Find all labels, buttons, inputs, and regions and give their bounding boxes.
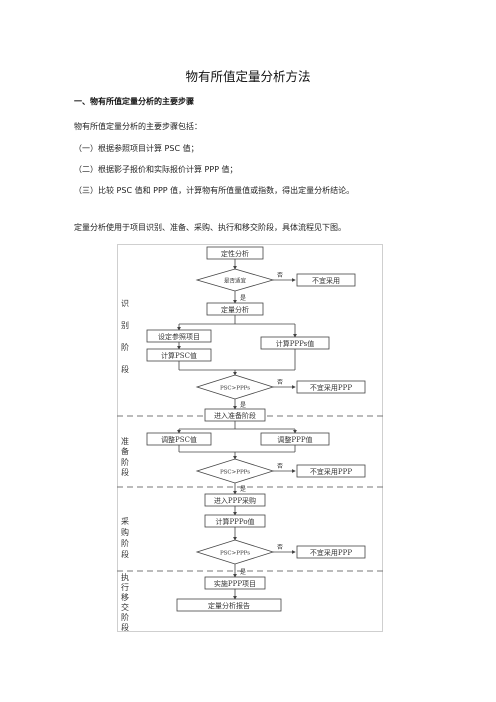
intro-text: 物有所值定量分析的主要步骤包括：	[74, 122, 202, 131]
phase-execute-char: 阶	[121, 612, 129, 622]
phase-prepare-char: 准	[121, 436, 129, 446]
node-not-adopt-label: 不宜采用	[312, 276, 340, 285]
node-report	[176, 598, 282, 612]
phase-identify-char: 段	[121, 364, 129, 374]
node-set-reference	[146, 329, 212, 343]
phase-identify-char: 阶	[121, 342, 129, 352]
page-title: 物有所值定量分析方法	[185, 69, 311, 84]
node-not-ppp-2-label: 不宜采用PPP	[310, 467, 352, 476]
node-not-ppp-3-label: 不宜采用PPP	[310, 548, 352, 557]
node-not-ppp-3	[296, 545, 366, 559]
node-calc-pppo-label: 计算PPPo值	[215, 517, 254, 526]
node-implement-label: 实施PPP项目	[214, 579, 256, 588]
phase-execute-char: 交	[121, 602, 129, 612]
phase-prepare-char: 段	[121, 467, 129, 477]
node-enter-prepare-label: 进入准备阶段	[214, 411, 256, 420]
node-calc-psc	[146, 348, 212, 362]
node-quantitative	[206, 302, 264, 316]
phase-procure-char: 购	[121, 527, 129, 537]
yes-label: 是	[240, 402, 246, 409]
node-qualitative	[206, 246, 264, 260]
section-heading: 一、物有所值定量分析的主要步骤	[74, 97, 194, 106]
node-adjust-psc	[146, 432, 212, 446]
node-report-label: 定量分析报告	[208, 601, 250, 610]
phase-prepare-char: 备	[121, 446, 129, 456]
flow-intro-text: 定量分析使用于项目识别、准备、采购、执行和移交阶段，具体流程见下图。	[74, 223, 346, 232]
phase-procure-char: 段	[121, 549, 129, 559]
decision-cmp-2	[195, 458, 275, 484]
node-adjust-ppp	[260, 432, 330, 446]
phase-identify-char: 别	[121, 321, 129, 330]
no-label: 否	[277, 463, 283, 470]
node-enter-procure-label: 进入PPP采购	[214, 496, 256, 505]
decision-suitable	[195, 268, 275, 292]
step-1-text: （一）根据参照项目计算 PSC 值；	[74, 144, 199, 153]
phase-execute-char: 执	[121, 572, 129, 582]
no-label: 否	[277, 379, 283, 386]
node-calc-ppps	[260, 336, 330, 350]
decision-cmp-2-label: PSC>PPPs	[220, 470, 250, 476]
step-3-text: （三）比较 PSC 值和 PPP 值，计算物有所值量值或指数，得出定量分析结论。	[74, 186, 355, 195]
decision-cmp-3-label: PSC>PPPs	[220, 551, 250, 557]
node-adjust-ppp-label: 调整PPP值	[277, 435, 312, 444]
phase-identify-char: 识	[121, 299, 129, 308]
no-label: 否	[277, 272, 283, 279]
phase-execute-char: 移	[121, 592, 129, 602]
node-calc-pppo	[204, 514, 266, 528]
yes-label: 是	[240, 295, 246, 302]
node-not-ppp-1-label: 不宜采用PPP	[310, 383, 352, 392]
no-label: 否	[277, 544, 283, 551]
phase-execute-char: 段	[121, 622, 129, 632]
flowchart-frame	[117, 244, 383, 632]
node-not-ppp-2	[296, 464, 366, 478]
node-adjust-psc-label: 调整PSC值	[161, 435, 197, 444]
node-implement	[204, 576, 266, 590]
phase-procure-char: 采	[121, 516, 129, 526]
node-quantitative-label: 定量分析	[221, 305, 249, 314]
step-2-text: （二）根据影子报价和实际报价计算 PPP 值；	[74, 165, 238, 174]
yes-label: 是	[240, 569, 246, 576]
yes-label: 是	[240, 486, 246, 493]
node-calc-psc-label: 计算PSC值	[161, 351, 197, 360]
node-not-ppp-1	[296, 380, 366, 394]
decision-cmp-1-label: PSC>PPPs	[220, 386, 250, 392]
phase-procure-char: 阶	[121, 538, 129, 548]
decision-cmp-1	[195, 374, 275, 400]
decision-suitable-label: 是否适宜	[224, 277, 247, 285]
decision-cmp-3	[195, 539, 275, 565]
flowchart: 定性分析 是否适宜 不宜采用 定量分析 设定参照项目 计算PPPs值 计算PSC…	[117, 244, 383, 632]
phase-prepare-char: 阶	[121, 457, 129, 467]
phase-execute-char: 行	[121, 582, 129, 592]
node-qualitative-label: 定性分析	[221, 249, 249, 258]
node-enter-prepare	[204, 408, 266, 422]
node-set-reference-label: 设定参照项目	[158, 332, 200, 341]
node-not-adopt	[296, 273, 356, 287]
node-enter-procure	[204, 493, 266, 507]
node-calc-ppps-label: 计算PPPs值	[276, 339, 315, 348]
